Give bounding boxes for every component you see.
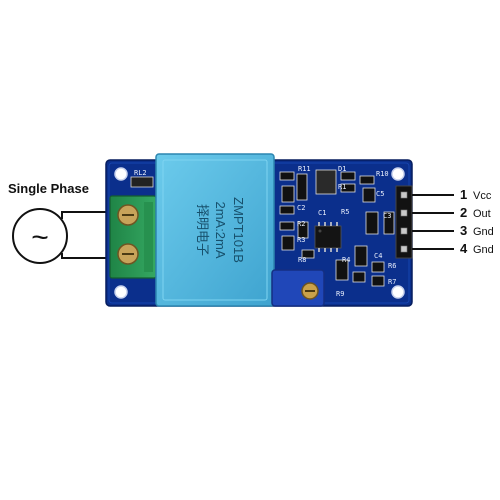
silk-r8: R8 (298, 256, 306, 264)
pin-leads (412, 194, 454, 250)
silk-c2: C2 (297, 204, 305, 212)
pin-3-name: Gnd (473, 226, 494, 238)
mounting-holes (114, 167, 405, 299)
silk-r7: R7 (388, 278, 396, 286)
pin-4-name: Gnd (473, 244, 494, 256)
potentiometer (271, 269, 325, 307)
source-wires (61, 211, 112, 259)
transformer-model-text: ZMPT101B (231, 197, 246, 263)
silk-c5: C5 (376, 190, 384, 198)
ac-source-symbol: ~ (31, 221, 49, 254)
silkscreen-labels: RL2 R11 D1 R10 C2 R1 C5 R2 R5 C3 C1 R3 R… (134, 165, 396, 298)
screw-terminal (109, 195, 157, 279)
pin-4-number: 4 (460, 241, 468, 256)
silk-r6: R6 (388, 262, 396, 270)
transformer: ZMPT101B 2mA:2mA 择明电子 (155, 153, 275, 307)
source-label: Single Phase (8, 181, 89, 196)
pin-2-number: 2 (460, 205, 467, 220)
silk-r1: R1 (338, 183, 346, 191)
silk-c4: C4 (374, 252, 382, 260)
pin-labels: 1 Vcc 2 Out 3 Gnd 4 Gnd (460, 187, 494, 256)
silk-d1: D1 (338, 165, 346, 173)
pin-2-name: Out (473, 208, 491, 220)
op-amp-chip (314, 222, 342, 252)
silk-r3: R3 (297, 236, 305, 244)
silk-r4: R4 (342, 256, 350, 264)
smd-components (279, 169, 395, 287)
transformer-ratio-text: 2mA:2mA (213, 201, 228, 258)
silk-r10: R10 (376, 170, 389, 178)
ac-source-icon: ~ (12, 208, 68, 264)
smd-rl2 (130, 176, 154, 188)
silk-c3: C3 (383, 212, 391, 220)
silk-rl2: RL2 (134, 169, 147, 177)
silk-r5: R5 (341, 208, 349, 216)
pin-1-name: Vcc (473, 190, 492, 202)
transformer-maker-text: 择明电子 (195, 204, 210, 256)
pin-header (395, 185, 413, 259)
pin-1-number: 1 (460, 187, 467, 202)
silk-c1: C1 (318, 209, 326, 217)
silk-r2: R2 (297, 220, 305, 228)
silk-r9: R9 (336, 290, 344, 298)
pin-3-number: 3 (460, 223, 467, 238)
silk-r11: R11 (298, 165, 311, 173)
